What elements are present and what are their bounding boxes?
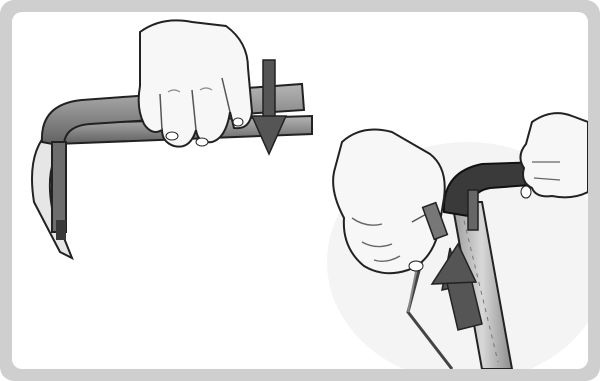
illustration-panel xyxy=(12,12,588,369)
handle-bracket xyxy=(52,142,66,232)
hand-icon xyxy=(520,113,588,198)
pole-bracket xyxy=(468,190,478,230)
left-scene xyxy=(32,20,312,258)
hand-icon xyxy=(139,20,252,146)
right-scene xyxy=(327,113,588,369)
illustration-canvas xyxy=(12,12,588,369)
bracket-clamp xyxy=(56,220,66,240)
